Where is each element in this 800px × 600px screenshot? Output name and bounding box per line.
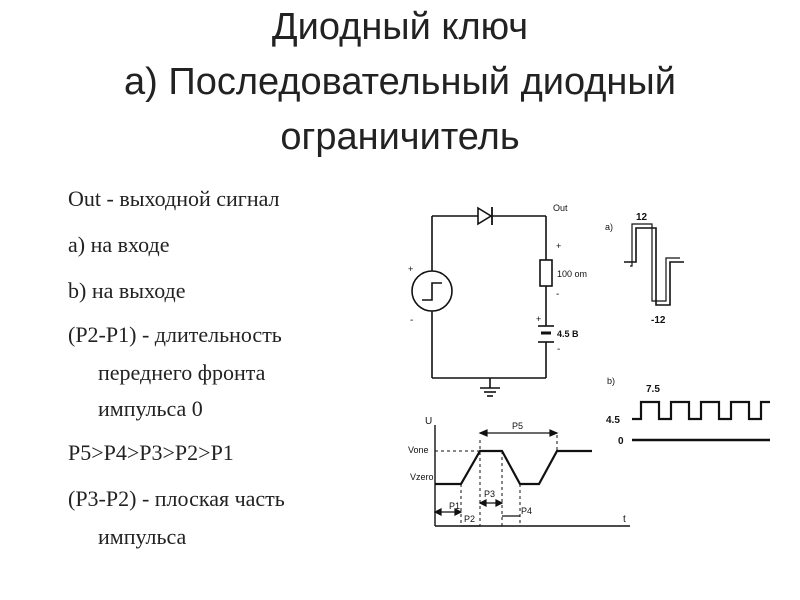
wave-b-high-label: 7.5 bbox=[646, 384, 660, 395]
title-line-3: ограничитель bbox=[280, 116, 520, 158]
resistor-minus-label: - bbox=[556, 289, 559, 300]
vzero-label: Vzero bbox=[410, 472, 434, 482]
wave-b-zero-label: 0 bbox=[618, 436, 624, 447]
circuit bbox=[431, 215, 547, 397]
bullet-input: а) на входе bbox=[68, 232, 170, 257]
bullet-p2-p1-cont1: переднего фронта bbox=[98, 360, 266, 385]
timing-guides bbox=[435, 435, 558, 526]
wave-a-label: a) bbox=[605, 222, 613, 232]
battery-plus-label: + bbox=[536, 314, 541, 324]
timing-pulse-trace bbox=[435, 449, 592, 486]
source-minus-label: - bbox=[410, 315, 413, 326]
source-plus-label: + bbox=[408, 264, 413, 274]
battery-symbol bbox=[538, 325, 554, 343]
out-label: Out bbox=[553, 203, 568, 213]
p5-label: P5 bbox=[512, 421, 523, 431]
battery-label: 4.5 B bbox=[557, 329, 579, 339]
bullet-p3-p2: (P3-P2) - плоская часть bbox=[68, 486, 285, 511]
diode-symbol bbox=[477, 206, 493, 226]
resistor-label: 100 om bbox=[557, 269, 587, 279]
bullet-p3-p2-cont: импульса bbox=[98, 524, 187, 549]
p3-label: P3 bbox=[484, 489, 495, 499]
wave-a-trace bbox=[624, 227, 684, 306]
wave-a-high-label: 12 bbox=[636, 212, 648, 223]
timing-axes bbox=[434, 425, 630, 527]
timing-t-label: t bbox=[623, 514, 626, 525]
wave-a-trace-inner bbox=[630, 223, 680, 302]
vone-label: Vone bbox=[408, 445, 429, 455]
p2-label: P2 bbox=[464, 514, 475, 524]
title-line-1: Диодный ключ bbox=[271, 6, 529, 48]
bullet-output: b) на выходе bbox=[68, 278, 186, 303]
p5-arrow bbox=[478, 429, 559, 437]
resistor-symbol bbox=[539, 259, 553, 287]
p3-arrow bbox=[478, 499, 504, 507]
p4-label: P4 bbox=[521, 506, 532, 516]
p1-arrow bbox=[433, 508, 463, 516]
bullet-p2-p1-cont2: импульса 0 bbox=[98, 396, 203, 421]
wave-a-low-label: -12 bbox=[651, 315, 666, 326]
wave-b-trace bbox=[632, 400, 770, 421]
bullet-order: P5>P4>P3>P2>P1 bbox=[68, 440, 234, 465]
bullet-out: Out - выходной сигнал bbox=[68, 186, 280, 211]
wave-b-label: b) bbox=[607, 376, 615, 386]
battery-minus-label: - bbox=[557, 344, 560, 355]
timing-u-label: U bbox=[425, 416, 432, 427]
pulse-source-symbol bbox=[411, 270, 453, 312]
bullet-p2-p1: (P2-P1) - длительность bbox=[68, 322, 282, 347]
wave-b-mid-label: 4.5 bbox=[606, 415, 620, 426]
p1-label: P1 bbox=[449, 501, 460, 511]
resistor-plus-label: + bbox=[556, 241, 561, 251]
title-line-2: а) Последовательный диодный bbox=[124, 61, 676, 103]
